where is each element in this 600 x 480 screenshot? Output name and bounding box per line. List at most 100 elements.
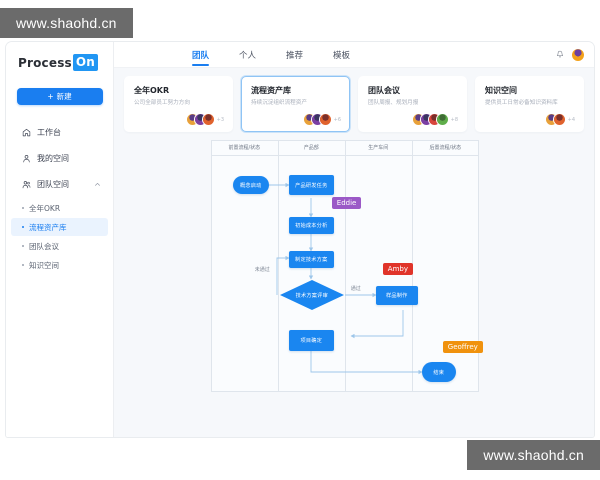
avatar	[553, 114, 565, 125]
sidebar-item-label: 我的空间	[37, 153, 69, 163]
tab-label: 团队	[192, 50, 210, 61]
collab-cursor-amby[interactable]: Amby	[382, 263, 413, 275]
avatar	[420, 114, 432, 125]
tab-label: 模板	[333, 50, 351, 61]
tab-label: 个人	[239, 50, 257, 61]
flow-node-start[interactable]: 概念启动	[232, 176, 269, 194]
avatar	[436, 114, 448, 125]
node-label: 初始成本分析	[295, 223, 328, 229]
avatar	[303, 114, 315, 125]
card-avatar-stack[interactable]: +3	[186, 114, 224, 125]
logo-text-on: On	[72, 54, 99, 71]
flow-node-task[interactable]: 产品研发任务	[288, 175, 334, 195]
new-button[interactable]: + 新建	[16, 88, 103, 105]
logo-text-process: Process	[18, 55, 72, 70]
user-avatar[interactable]	[572, 48, 584, 61]
avatar	[311, 114, 323, 125]
space-card-team-meeting[interactable]: 团队会议 团队周报、规划月报 +8	[358, 76, 467, 132]
card-avatar-stack[interactable]: +8	[412, 114, 458, 125]
collab-cursor-eddie[interactable]: Eddie	[331, 197, 362, 209]
avatar-more-count: +8	[450, 116, 458, 123]
avatar-more-count: +6	[333, 116, 341, 123]
content-area: 全年OKR 公司全部员工努力方向 +3 流程资产库 持续沉淀组织流程资产	[114, 68, 594, 437]
diamond-shape	[279, 280, 344, 310]
new-button-label: 新建	[56, 92, 72, 101]
card-avatar-stack[interactable]: +6	[303, 114, 341, 125]
flowchart-canvas[interactable]: 前置流程/状态 产品部 生产车间 后置流程/状态	[210, 140, 483, 392]
avatar	[202, 114, 214, 125]
main-area: 团队 个人 推荐 模板	[114, 42, 594, 437]
bell-icon[interactable]	[556, 50, 564, 59]
space-card-knowledge[interactable]: 知识空间 提供员工日常必备知识资料库 +4	[475, 76, 584, 132]
team-space-sublist: 全年OKR 流程资产库 团队会议 知识空间	[6, 199, 113, 274]
sidebar-item-workbench[interactable]: 工作台	[6, 119, 113, 145]
sidebar-item-label: 工作台	[37, 127, 61, 137]
chevron-up-icon[interactable]	[94, 181, 101, 188]
collab-cursor-geoffrey[interactable]: Geoffrey	[442, 341, 483, 353]
person-icon	[23, 154, 30, 162]
home-icon	[22, 128, 31, 136]
node-label: 结束	[433, 369, 445, 376]
flow-node-cost[interactable]: 初始成本分析	[288, 217, 334, 234]
space-card-process-library[interactable]: 流程资产库 持续沉淀组织流程资产 +6	[241, 76, 350, 132]
flow-node-sample[interactable]: 样品制作	[375, 286, 418, 305]
tab-recommend[interactable]: 推荐	[286, 45, 303, 65]
node-label: 概念启动	[240, 182, 262, 189]
swimlane-label-factory: 生产车间	[368, 145, 389, 151]
card-avatar-stack[interactable]: +4	[545, 114, 575, 125]
sidebar-subitem-label: 知识空间	[29, 260, 59, 270]
swimlane-divider	[344, 140, 346, 392]
watermark-top-left: www.shaohd.cn	[0, 8, 133, 38]
sidebar-item-label: 团队空间	[37, 179, 69, 189]
avatar	[545, 114, 557, 125]
card-title: 全年OKR	[134, 86, 170, 95]
flow-node-review[interactable]: 技术方案评审	[279, 279, 345, 311]
swimlane-label-post: 后置流程/状态	[429, 145, 462, 151]
swimlane-label-pre: 前置流程/状态	[228, 145, 261, 151]
avatar	[194, 114, 206, 125]
sidebar-subitem-label: 团队会议	[29, 241, 59, 251]
flowchart-viewport[interactable]: 前置流程/状态 产品部 生产车间 后置流程/状态	[124, 138, 584, 437]
sidebar-subitem-team-meeting[interactable]: 团队会议	[11, 237, 108, 255]
top-bar: 团队 个人 推荐 模板	[114, 42, 594, 68]
watermark-bottom-right: www.shaohd.cn	[467, 440, 600, 470]
card-subtitle: 持续沉淀组织流程资产	[251, 100, 307, 106]
avatar	[319, 114, 331, 125]
flow-node-end[interactable]: 结束	[421, 362, 456, 382]
card-title: 团队会议	[368, 86, 400, 95]
tab-personal[interactable]: 个人	[239, 45, 256, 65]
tab-team[interactable]: 团队	[192, 45, 210, 66]
tab-template[interactable]: 模板	[333, 45, 350, 65]
avatar-more-count: +3	[216, 116, 224, 123]
space-card-okr[interactable]: 全年OKR 公司全部员工努力方向 +3	[124, 76, 233, 132]
card-title: 知识空间	[485, 86, 517, 95]
node-label: 样品制作	[386, 293, 408, 299]
card-subtitle: 公司全部员工努力方向	[134, 100, 190, 106]
sidebar-subitem-label: 流程资产库	[29, 222, 67, 232]
avatar	[186, 114, 198, 125]
sidebar-nav: 工作台 我的空间 团队空间	[6, 119, 113, 274]
sidebar-subitem-process-library[interactable]: 流程资产库	[11, 218, 108, 236]
tab-bar: 团队 个人 推荐 模板	[192, 45, 350, 66]
edge-label-fail: 未通过	[253, 266, 271, 273]
flowchart-connectors	[267, 182, 423, 375]
node-label: 产品研发任务	[295, 182, 328, 189]
tab-label: 推荐	[286, 50, 304, 61]
node-label: 制定技术方案	[295, 257, 328, 263]
sidebar-subitem-knowledge-space[interactable]: 知识空间	[11, 256, 108, 274]
sidebar-item-team-space[interactable]: 团队空间	[6, 171, 113, 197]
avatar	[428, 114, 440, 125]
flow-node-confirm[interactable]: 项目确定	[288, 330, 334, 351]
swimlane-label-product: 产品部	[303, 145, 319, 151]
top-bar-actions	[556, 42, 584, 67]
plus-icon: +	[47, 92, 54, 101]
space-card-list: 全年OKR 公司全部员工努力方向 +3 流程资产库 持续沉淀组织流程资产	[124, 76, 584, 132]
swimlane-divider	[277, 140, 279, 392]
sidebar-subitem-okr[interactable]: 全年OKR	[11, 199, 108, 217]
sidebar-item-my-space[interactable]: 我的空间	[6, 145, 113, 171]
edge-label-pass: 通过	[349, 285, 362, 292]
flow-node-tech[interactable]: 制定技术方案	[288, 251, 334, 268]
